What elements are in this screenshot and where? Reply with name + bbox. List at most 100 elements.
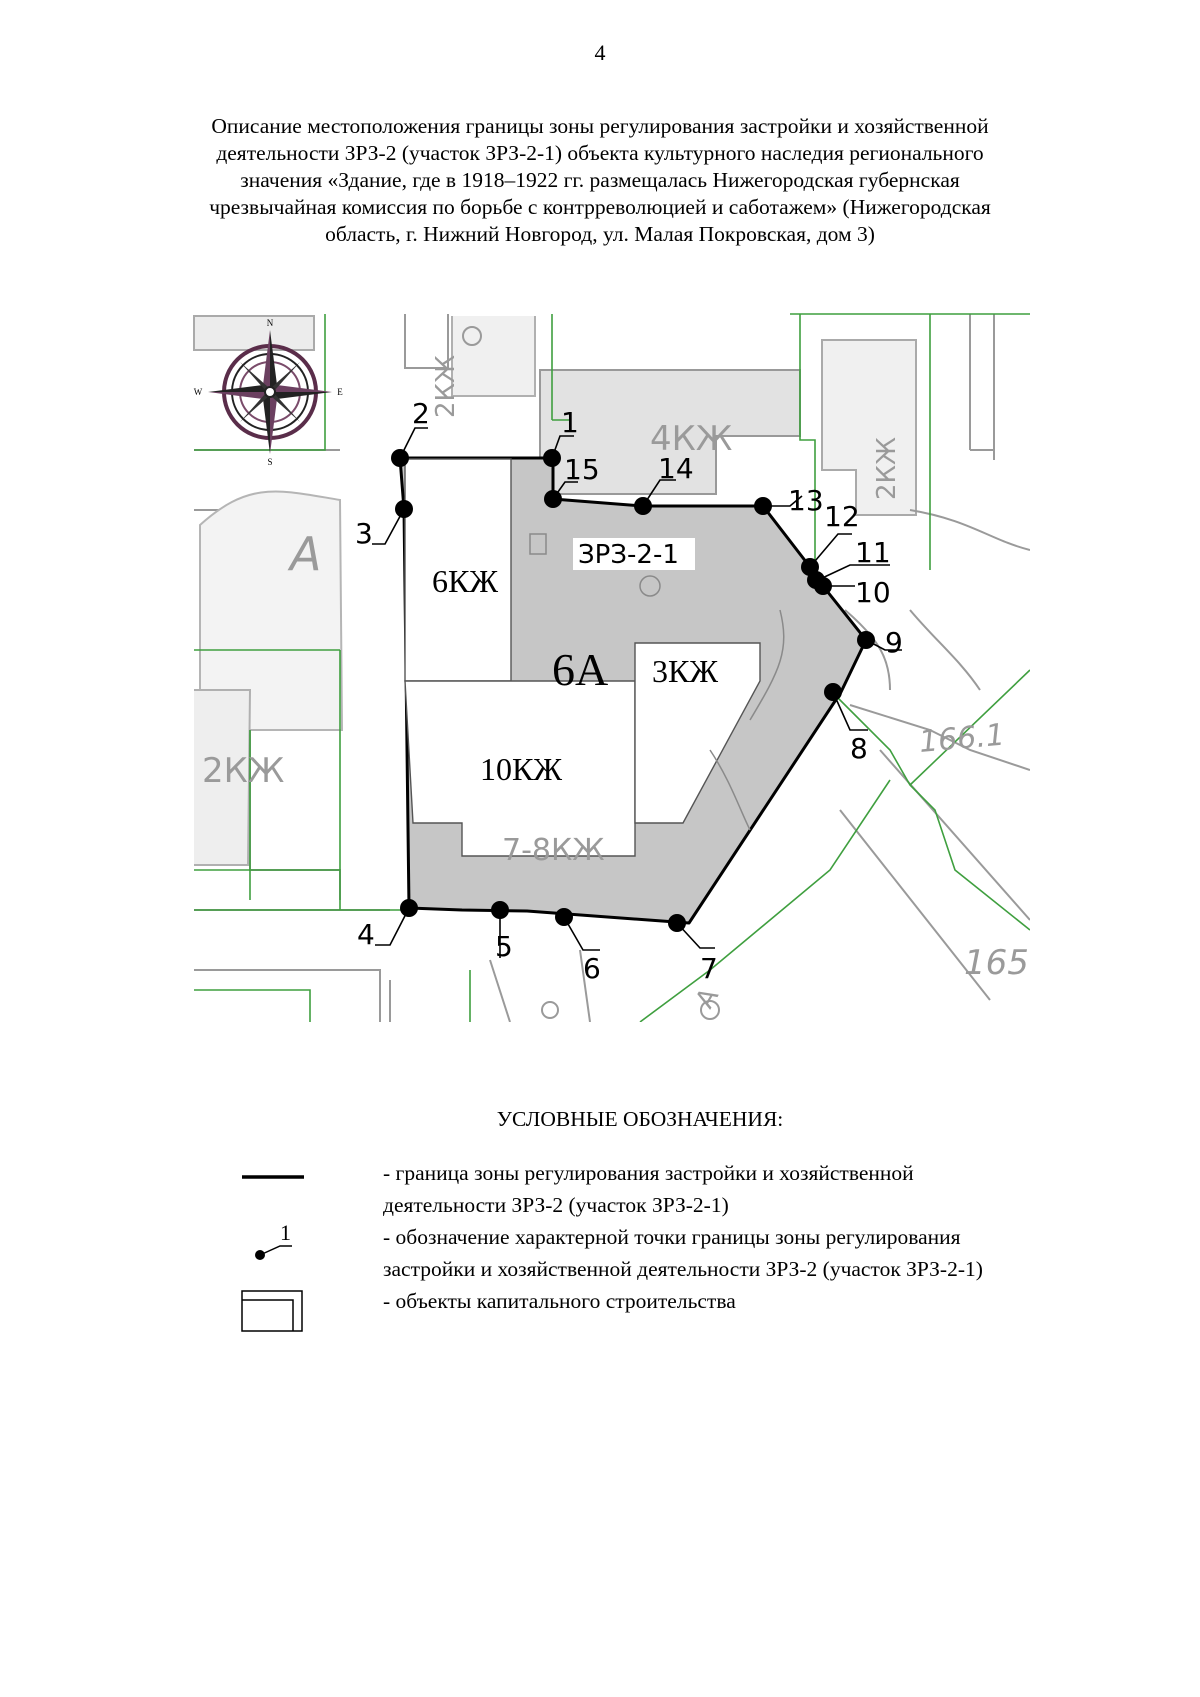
compass-needle xyxy=(240,362,300,422)
boundary-line-icon xyxy=(242,1175,304,1179)
parcel-line xyxy=(909,669,1030,786)
point-marker xyxy=(400,899,418,917)
boundary-point-6: 6 xyxy=(555,908,601,985)
bg-label-elev-165: 165 xyxy=(964,943,1029,983)
parcel-line xyxy=(639,779,891,1022)
buildings xyxy=(404,458,761,857)
bg-label-2kzh-right: 2КЖ xyxy=(872,437,902,500)
point-label: 13 xyxy=(788,484,824,517)
zone-label: ЗРЗ-2-1 xyxy=(578,540,679,570)
background-square xyxy=(529,533,547,555)
document-title: Описание местоположения границы зоны рег… xyxy=(180,113,1020,248)
title-line: область, г. Нижний Новгород, ул. Малая П… xyxy=(325,222,875,246)
point-marker xyxy=(634,497,652,515)
compass-center xyxy=(264,386,276,398)
point-label: 7 xyxy=(700,952,718,985)
boundary-point-7: 7 xyxy=(668,914,718,985)
bg-label-4kzh: 4КЖ xyxy=(650,419,732,459)
title-line: чрезвычайная комиссия по борьбе с контрр… xyxy=(209,195,991,219)
leader-line xyxy=(372,508,405,545)
point-marker xyxy=(824,683,842,701)
point-marker xyxy=(544,490,562,508)
page-number: 4 xyxy=(594,40,606,65)
point-marker xyxy=(543,449,561,467)
leader-line xyxy=(399,427,428,459)
zone-inner-lines xyxy=(529,533,785,831)
legend-item-point: - обозначение характерной точки границы … xyxy=(383,1221,983,1285)
legend-leader xyxy=(259,1245,292,1256)
legend-line-text: - обозначение характерной точки границы … xyxy=(383,1225,961,1249)
background-lines xyxy=(909,509,1030,551)
boundary-point-12: 12 xyxy=(801,500,860,576)
point-marker xyxy=(555,908,573,926)
legend-title: УСЛОВНЫЕ ОБОЗНАЧЕНИЯ: xyxy=(496,1107,784,1131)
legend-building-inner xyxy=(242,1299,294,1331)
point-marker xyxy=(395,500,413,518)
point-marker xyxy=(754,497,772,515)
leader-line xyxy=(676,922,715,949)
background-lines xyxy=(969,314,995,460)
background-circle xyxy=(700,1000,720,1020)
block-label: 6А xyxy=(552,644,608,695)
boundary-point-1: 1 xyxy=(543,406,579,467)
background-lines xyxy=(849,704,1030,771)
point-label: 8 xyxy=(850,732,868,765)
point-marker xyxy=(668,914,686,932)
legend-line-text: застройки и хозяйственной деятельности З… xyxy=(383,1257,983,1281)
legend-point xyxy=(255,1250,265,1260)
leader-line xyxy=(375,907,410,946)
background-circle xyxy=(462,326,482,346)
background-circle xyxy=(541,1001,559,1019)
point-label: 3 xyxy=(355,517,373,550)
point-marker xyxy=(801,558,819,576)
leader-line xyxy=(832,691,868,731)
parcel-lines xyxy=(194,313,1030,1022)
boundary-point-15: 15 xyxy=(544,453,600,508)
point-label: 1 xyxy=(561,406,579,439)
building-10kzh-label: 10КЖ xyxy=(480,751,562,787)
bg-label-elev-166: 166.1 xyxy=(918,718,1007,760)
bg-label-a-left: А xyxy=(287,527,321,581)
point-marker xyxy=(491,901,509,919)
boundary-point-14: 14 xyxy=(634,452,694,515)
legend-line-text: - граница зоны регулирования застройки и… xyxy=(383,1161,914,1185)
legend-building-outer xyxy=(241,1290,303,1332)
bg-label-2kzh-top: 2КЖ xyxy=(431,355,461,418)
compass-s: S xyxy=(267,457,272,467)
point-label: 2 xyxy=(412,397,430,430)
point-label: 4 xyxy=(357,918,375,951)
boundary-points: 1 2 3 4 5 xyxy=(355,397,903,985)
parcel-line xyxy=(194,970,471,1022)
leader-line xyxy=(809,533,852,568)
point-marker xyxy=(391,449,409,467)
boundary-point-9: 9 xyxy=(857,626,903,659)
point-label: 12 xyxy=(824,500,860,533)
building-3kzh-label: 3КЖ xyxy=(652,653,718,689)
point-label: 6 xyxy=(583,952,601,985)
legend-item-building: - объекты капитального строительства xyxy=(383,1285,736,1317)
compass-w: W xyxy=(194,387,203,397)
background-map xyxy=(193,314,1030,1022)
point-label: 10 xyxy=(855,576,891,609)
legend-item-boundary: - граница зоны регулирования застройки и… xyxy=(383,1157,914,1221)
background-building xyxy=(199,490,344,731)
parcel-line xyxy=(790,313,1030,570)
parcel-line xyxy=(799,314,816,580)
background-lines xyxy=(194,969,381,1022)
background-lines xyxy=(839,749,1030,1001)
building-3kzh xyxy=(634,642,761,824)
point-label: 15 xyxy=(564,453,600,486)
leader-line xyxy=(563,916,600,951)
legend-line-text: - объекты капитального строительства xyxy=(383,1289,736,1313)
boundary-point-3: 3 xyxy=(355,500,413,550)
zone-label-box xyxy=(573,538,695,570)
background-building xyxy=(451,316,536,397)
bg-label-2kzh-left: 2КЖ xyxy=(202,751,284,791)
background-circle xyxy=(639,575,661,597)
building-6kzh xyxy=(404,458,512,682)
legend-point-label: 1 xyxy=(280,1220,291,1245)
background-labels: 2КЖ 4КЖ 2КЖ А 2КЖ 7-8КЖ 166.1 165 А xyxy=(202,355,1029,1014)
boundary-point-8: 8 xyxy=(824,683,868,765)
background-lines xyxy=(389,949,591,1022)
title-line: деятельности ЗРЗ-2 (участок ЗРЗ-2-1) объ… xyxy=(216,141,984,165)
